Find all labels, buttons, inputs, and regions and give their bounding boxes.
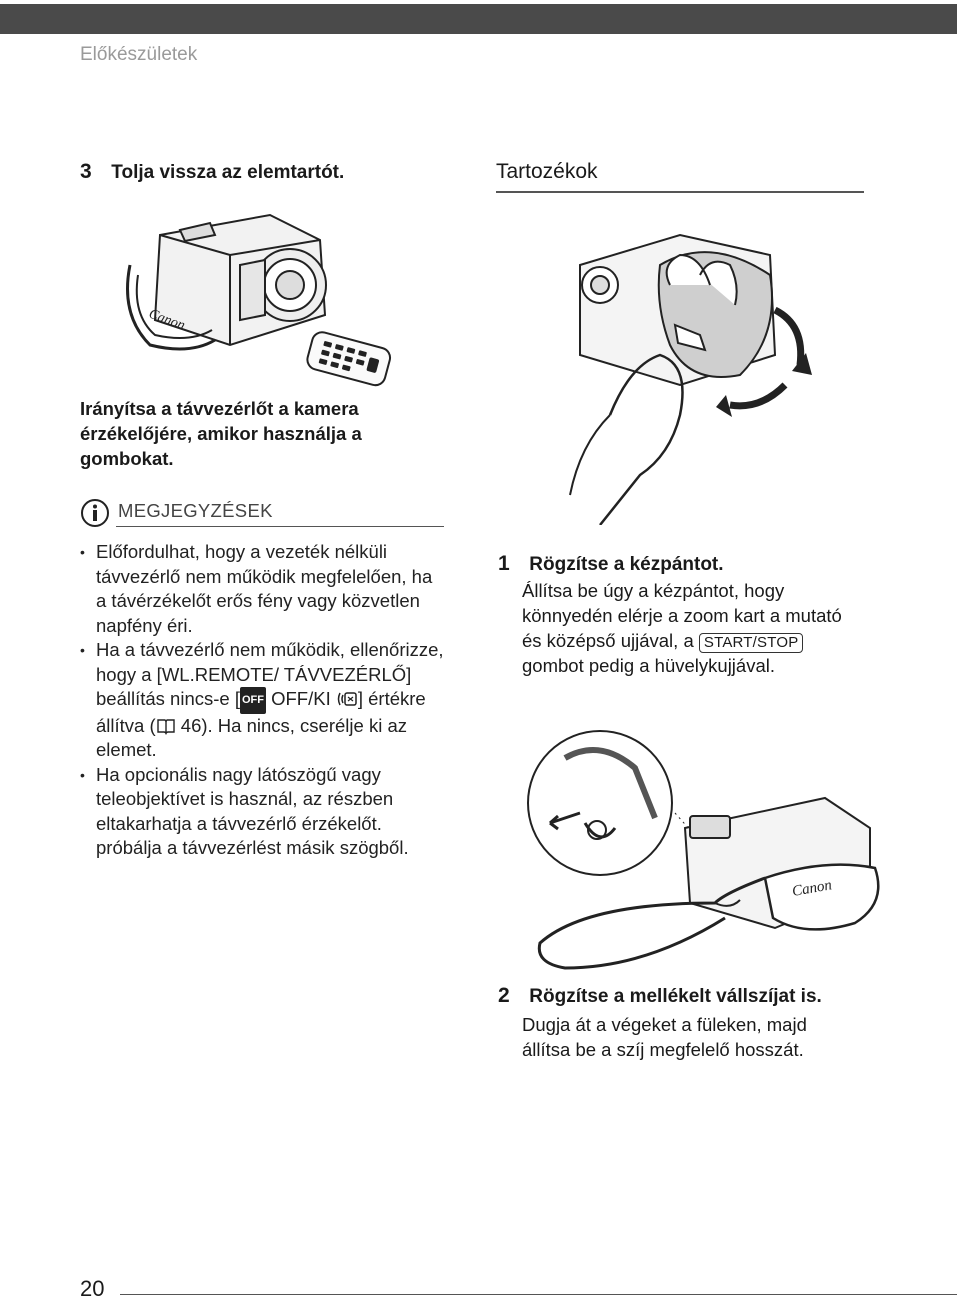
- step-1-body: Állítsa be úgy a kézpántot, hogy könnyed…: [522, 580, 842, 676]
- step-number: 1: [498, 552, 510, 575]
- step-title: Rögzítse a mellékelt vállszíjat is.: [529, 986, 822, 1007]
- info-icon: [81, 499, 109, 527]
- note-item: Ha a távvezérlő nem működik, ellenőrizze…: [80, 638, 444, 763]
- header-bar: [0, 4, 957, 34]
- step-title: Tolja vissza az elemtartót.: [111, 162, 345, 183]
- step-number: 2: [498, 984, 510, 1007]
- notes-title: MEGJEGYZÉSEK: [118, 500, 273, 521]
- heading-divider: [496, 191, 864, 193]
- page-number: 20: [80, 1276, 105, 1301]
- wl-remote-off-icon: OFF: [239, 687, 266, 714]
- section-label: Előkészületek: [80, 44, 198, 65]
- step-title: Rögzítse a kézpántot.: [529, 554, 724, 575]
- hand-strap-illustration: [569, 233, 812, 525]
- notes-divider: [116, 526, 444, 527]
- footer-divider: [120, 1294, 957, 1295]
- wl-remote-on-icon: [337, 692, 357, 706]
- step-2-heading: 2 Rögzítse a mellékelt vállszíjat is.: [498, 984, 822, 1008]
- step-number: 3: [80, 160, 92, 183]
- page-reference: 46: [175, 714, 202, 736]
- notes-heading: MEGJEGYZÉSEK: [80, 496, 444, 527]
- step-3-heading: 3 Tolja vissza az elemtartót.: [80, 160, 344, 184]
- start-stop-key: START/STOP: [698, 633, 804, 653]
- note-item: Ha opcionális nagy látószögű vagy teleob…: [80, 763, 444, 861]
- section-heading: Tartozékok: [496, 160, 598, 183]
- remote-instruction: Irányítsa a távvezérlőt a kamera érzékel…: [80, 398, 362, 469]
- shoulder-strap-illustration: Canon: [527, 730, 880, 970]
- notes-list: Előfordulhat, hogy a vezeték nélküli táv…: [80, 540, 444, 861]
- book-icon: [156, 718, 175, 735]
- step-1-heading: 1 Rögzítse a kézpántot.: [498, 552, 724, 576]
- note-item: Előfordulhat, hogy a vezeték nélküli táv…: [80, 540, 444, 638]
- step-2-body: Dugja át a végeket a füleken, majd állít…: [522, 1014, 807, 1060]
- camcorder-remote-illustration: Canon: [126, 213, 392, 387]
- brand-logo-strap: Canon: [791, 877, 833, 900]
